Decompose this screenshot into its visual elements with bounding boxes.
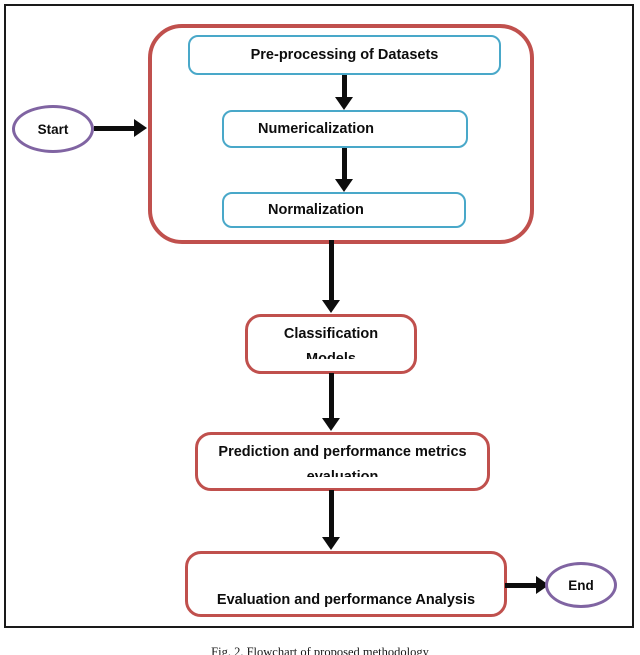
edge-preprocessing-to-numericalization-arrowhead bbox=[335, 97, 353, 110]
flow-node-preprocessing-of-datasets-label: Pre-processing of Datasets bbox=[250, 47, 439, 63]
flow-node-evaluation-and-performance-analysis[interactable]: Evaluation and performance Analysis bbox=[185, 551, 507, 617]
edge-start-to-group-line bbox=[94, 126, 136, 131]
edge-preprocessing-to-numericalization-line bbox=[342, 75, 347, 100]
flow-node-start[interactable]: Start bbox=[12, 105, 94, 153]
flow-node-evaluation-label: Evaluation and performance Analysis bbox=[216, 592, 476, 608]
flow-node-normalization[interactable]: Normalization bbox=[222, 192, 466, 228]
flow-node-prediction-and-performance-metrics[interactable]: Prediction and performance metrics evalu… bbox=[195, 432, 490, 491]
edge-classification-to-prediction-line bbox=[329, 373, 334, 421]
flow-node-start-label: Start bbox=[37, 121, 69, 137]
edge-classification-to-prediction-arrowhead bbox=[322, 418, 340, 431]
edge-prediction-to-evaluation-arrowhead bbox=[322, 537, 340, 550]
edge-evaluation-to-end-line bbox=[505, 583, 541, 588]
flow-node-prediction-sublabel: evaluation bbox=[306, 469, 379, 477]
flow-node-prediction-label: Prediction and performance metrics bbox=[218, 444, 467, 460]
flow-node-numericalization[interactable]: Numericalization bbox=[222, 110, 468, 148]
edge-numericalization-to-normalization-line bbox=[342, 148, 347, 184]
edge-numericalization-to-normalization-arrowhead bbox=[335, 179, 353, 192]
edge-prediction-to-evaluation-line bbox=[329, 490, 334, 540]
flow-node-classification-sublabel: Models bbox=[306, 351, 356, 359]
flow-node-classification[interactable]: Classification Models bbox=[245, 314, 417, 374]
flow-node-numericalization-label: Numericalization bbox=[258, 121, 375, 137]
flow-node-classification-label: Classification bbox=[283, 326, 379, 342]
flow-node-normalization-label: Normalization bbox=[268, 202, 364, 218]
figure-caption: Fig. 2. Flowchart of proposed methodolog… bbox=[211, 645, 429, 655]
flow-node-end[interactable]: End bbox=[545, 562, 617, 608]
flow-node-preprocessing-of-datasets[interactable]: Pre-processing of Datasets bbox=[188, 35, 501, 75]
edge-start-to-group-arrowhead bbox=[134, 119, 147, 137]
edge-group-to-classification-arrowhead bbox=[322, 300, 340, 313]
edge-group-to-classification-line bbox=[329, 240, 334, 302]
flow-node-end-label: End bbox=[568, 577, 594, 593]
